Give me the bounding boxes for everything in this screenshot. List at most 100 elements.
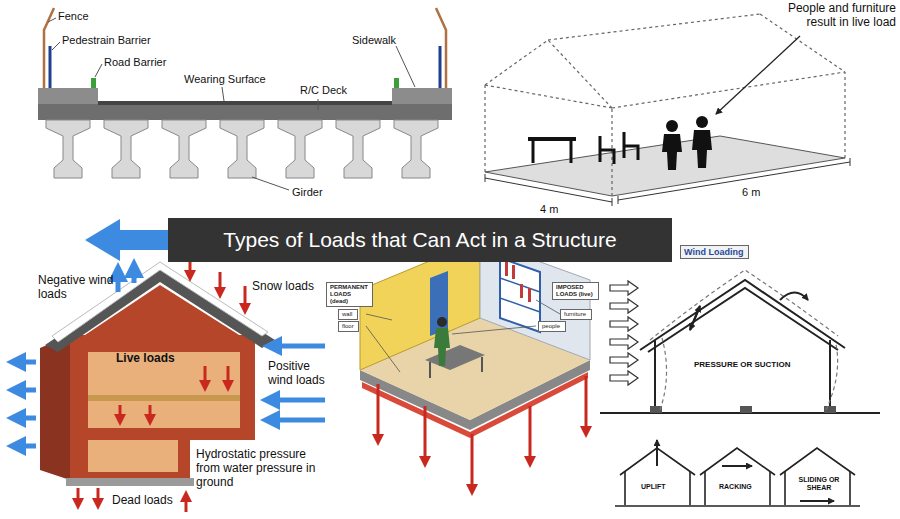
room-live-load [611,108,612,196]
wind-loading-sketch [610,371,638,385]
room-live-load [662,134,682,170]
callout-note: People and furniture result in live load [768,2,896,30]
room-live-load [666,120,678,132]
room-live-load [570,141,573,163]
house-cutaway [16,360,36,365]
bridge-section [38,88,98,104]
house-cutaway [16,416,36,421]
part-label: Girder [292,186,323,199]
wind-loading-sketch [689,471,691,505]
wind-loading-sketch [704,471,706,505]
room-3d-loads [481,357,483,372]
room-live-load [485,174,486,182]
bridge-section [392,88,452,104]
wind-loading-sketch [610,281,638,295]
wind-loading-sketch [657,440,834,501]
wind-loading-sketch [826,344,838,410]
house-cutaway [16,388,36,393]
box-text: floor [342,323,355,330]
wind-loading-sketch [769,471,771,505]
box-text: people [542,323,562,330]
bridge-section [52,42,60,50]
room-3d-loads [452,326,536,334]
wind-loading-sketch [624,471,626,505]
bridge-section [394,78,399,88]
wind-loading-sketch [690,306,700,330]
room-live-load [618,162,850,200]
room-3d-loads [434,328,450,366]
house-cutaway [219,272,222,293]
room-live-load [600,136,614,164]
room-3d-loads [360,240,590,490]
bridge-section [336,120,380,178]
house-cutaway [77,488,80,504]
room-live-load [485,85,612,108]
house-cutaway [270,418,325,423]
effect-label: PRESSURE OR SUCTION [694,360,790,369]
wind-loading-sketch [615,448,860,506]
part-tag-box: people [538,321,566,332]
effect-label: RACKING [719,483,752,491]
bridge-section [46,120,438,178]
part-label: R/C Deck [300,84,347,97]
bridge-section [48,18,56,22]
room-live-load [485,158,850,206]
dimension-label: 6 m [742,186,760,199]
house-cutaway [16,444,36,449]
room-3d-loads [378,376,586,490]
room-live-load [532,141,535,163]
wind-loading-sketch [780,448,855,475]
box-text: wall [342,311,354,318]
room-live-load [548,14,760,40]
bridge-section [95,64,102,77]
room-3d-loads [366,326,400,372]
room-3d-loads [520,284,523,298]
room-live-load [618,196,619,204]
load-label: Live loads [116,352,175,366]
wind-loading-sketch [610,317,638,331]
room-3d-loads [437,317,447,327]
part-tag-box: floor [338,321,359,332]
wind-loading-sketch [780,293,808,301]
wind-loading-sketch [610,299,638,313]
room-live-load [850,158,851,166]
wind-loading-sketch [610,335,638,349]
room-live-load [692,130,712,168]
house-cutaway [244,286,247,309]
house-cutaway [185,496,188,512]
house-cutaway [132,268,137,283]
room-live-load [485,14,850,206]
room-3d-loads [429,362,431,378]
house-cutaway [270,398,325,403]
wind-loading-sketch [660,338,667,410]
bridge-section [162,120,206,178]
bridge-section [38,8,452,190]
house-cutaway [119,405,122,420]
room-3d-loads [377,384,380,440]
house-cutaway [88,395,240,401]
house-cutaway [16,268,325,446]
bridge-section [38,104,452,120]
load-label: Hydrostatic pressure from water pressure… [196,448,326,489]
bridge-section [104,120,148,178]
room-3d-loads [512,265,515,279]
bridge-section [98,101,392,105]
load-label: Snow loads [252,280,314,294]
house-cutaway [227,366,230,386]
room-3d-loads [424,406,427,462]
room-3d-loads [536,300,560,314]
bridge-section [439,46,442,88]
part-label: Wearing Surface [184,73,266,86]
house-cutaway [116,272,121,292]
load-label: Dead loads [112,494,173,508]
load-label: Negative wind loads [38,274,114,302]
box-text: Wind Loading [684,247,745,257]
bridge-section [278,120,322,178]
room-live-load [716,36,800,114]
wind-loading-sketch [610,281,638,385]
wind-loading-sketch [650,406,836,413]
house-cutaway [149,405,152,420]
load-label: Positive wind loads [268,360,332,388]
effect-label: SLIDING OR SHEAR [792,476,846,492]
